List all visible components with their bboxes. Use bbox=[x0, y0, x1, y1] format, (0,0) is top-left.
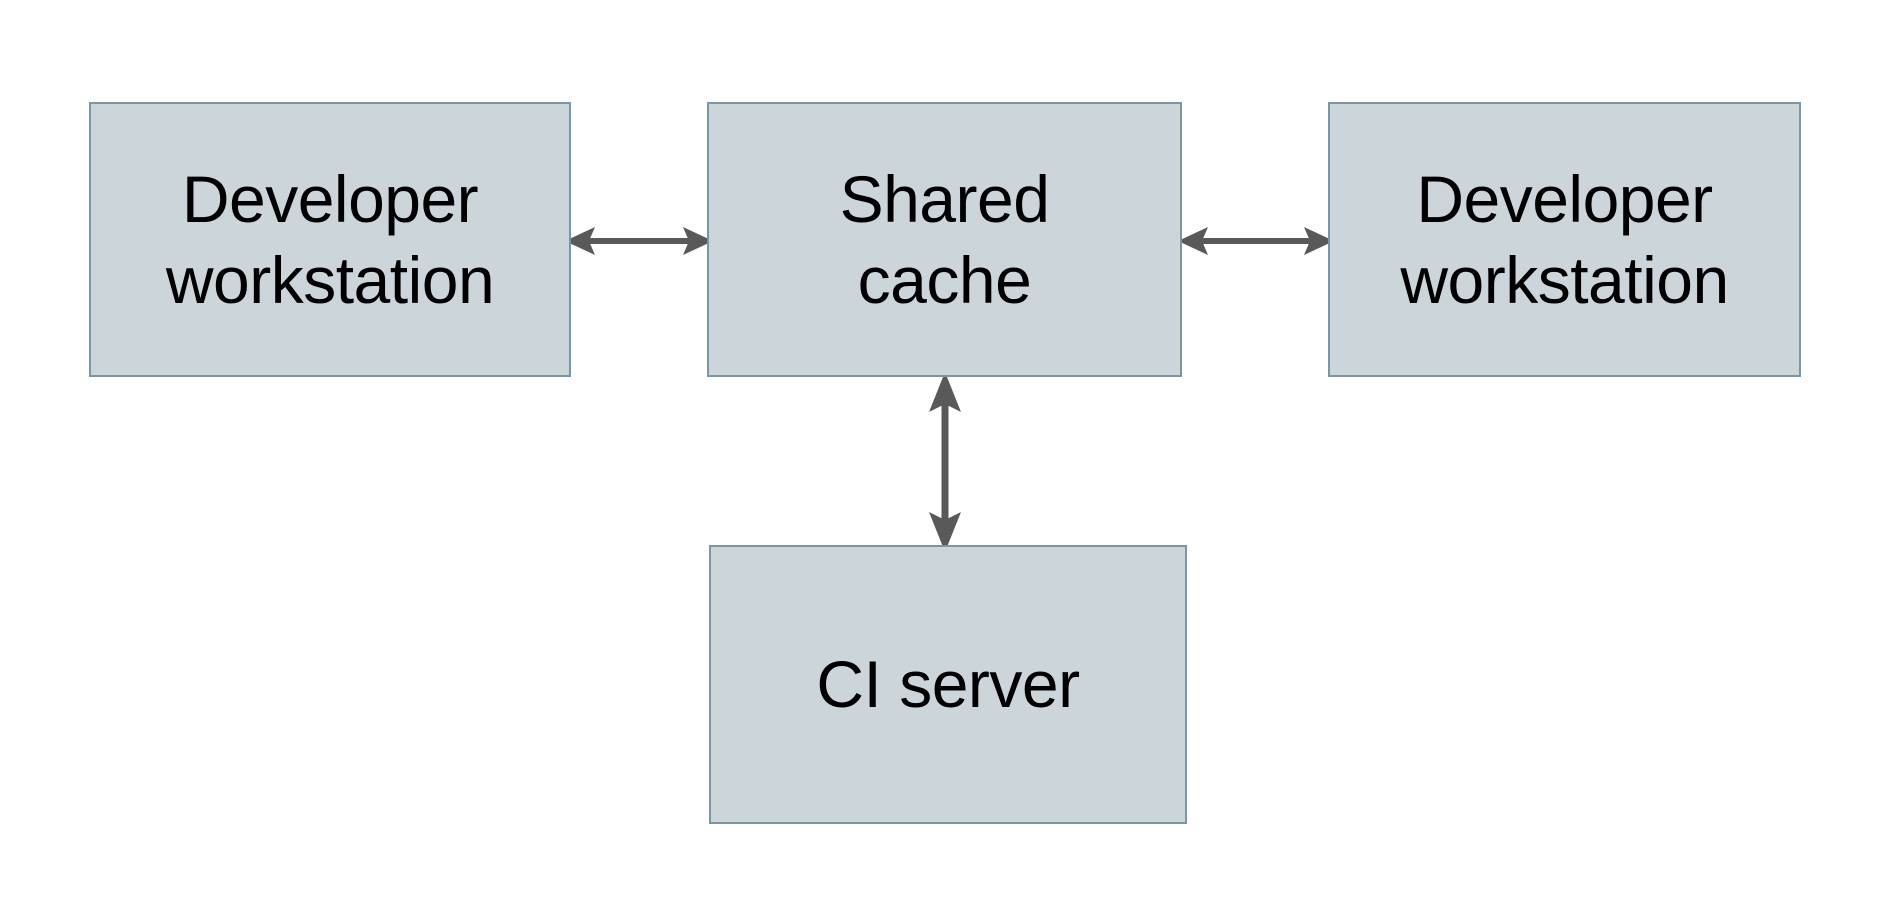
node-label: CI server bbox=[816, 647, 1080, 722]
edge-shared-cache-to-dev-right bbox=[1178, 227, 1334, 255]
node-developer-workstation-left[interactable]: Developer workstation bbox=[89, 102, 571, 377]
node-developer-workstation-right[interactable]: Developer workstation bbox=[1328, 102, 1801, 377]
node-label: Developer workstation bbox=[1400, 161, 1729, 317]
edge-dev-left-to-shared-cache bbox=[565, 227, 713, 255]
edge-shared-cache-to-ci-server bbox=[929, 372, 961, 552]
node-label: Developer workstation bbox=[165, 161, 495, 317]
node-shared-cache[interactable]: Shared cache bbox=[707, 102, 1182, 377]
node-ci-server[interactable]: CI server bbox=[709, 545, 1187, 824]
node-label: Shared cache bbox=[839, 161, 1050, 317]
